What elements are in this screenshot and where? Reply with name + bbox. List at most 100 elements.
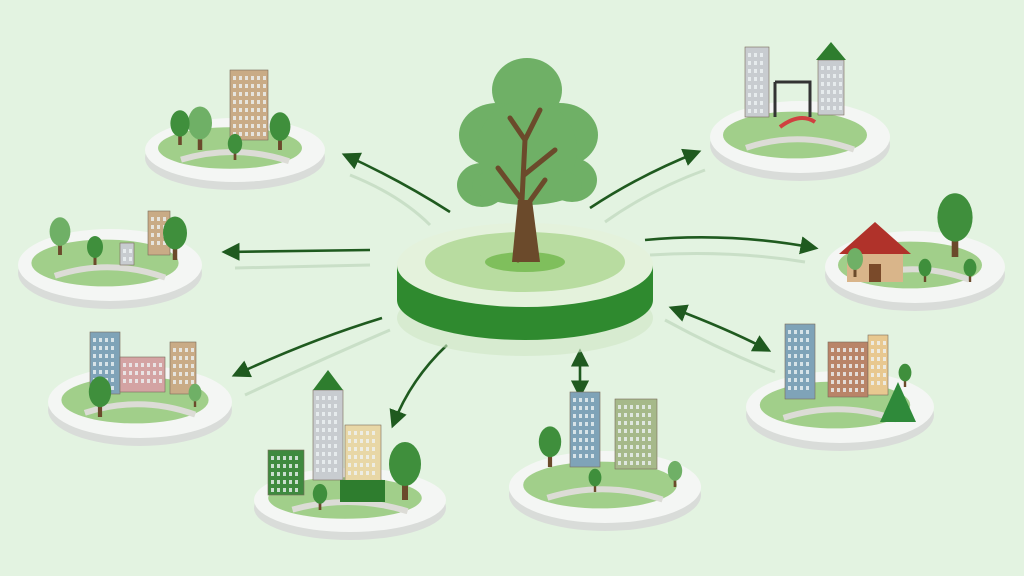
window (316, 460, 319, 464)
window (322, 444, 325, 448)
window (322, 420, 325, 424)
window (748, 109, 751, 113)
window (277, 472, 280, 476)
window (800, 338, 803, 342)
window (839, 82, 842, 86)
window (239, 124, 242, 128)
tree-icon (898, 363, 912, 382)
window (93, 354, 96, 358)
window (794, 362, 797, 366)
window (185, 348, 188, 352)
window (748, 69, 751, 73)
window (348, 471, 351, 475)
window (861, 356, 864, 360)
window (257, 76, 260, 80)
window (618, 453, 621, 457)
platform-apartments (746, 323, 934, 451)
window (328, 412, 331, 416)
window (806, 370, 809, 374)
window (251, 76, 254, 80)
window (855, 372, 858, 376)
window (800, 354, 803, 358)
window (849, 348, 852, 352)
window (800, 346, 803, 350)
window (185, 380, 188, 384)
window (322, 460, 325, 464)
platform-playground (710, 42, 890, 181)
tree-trunk (402, 476, 408, 500)
window (630, 453, 633, 457)
window (624, 445, 627, 449)
window (579, 446, 582, 450)
tree-trunk (97, 400, 103, 417)
window (630, 405, 633, 409)
window (191, 348, 194, 352)
window (277, 480, 280, 484)
building-icon (312, 389, 344, 481)
window (833, 98, 836, 102)
window (788, 378, 791, 382)
window (153, 363, 156, 367)
window (849, 356, 852, 360)
window (827, 66, 830, 70)
tree-icon (188, 106, 212, 140)
window (289, 480, 292, 484)
window (833, 106, 836, 110)
window (283, 488, 286, 492)
window (191, 356, 194, 360)
window (316, 428, 319, 432)
window (99, 370, 102, 374)
central-hub (397, 58, 653, 356)
window (173, 356, 176, 360)
window (366, 471, 369, 475)
window (251, 124, 254, 128)
window (316, 468, 319, 472)
window (855, 364, 858, 368)
window (251, 108, 254, 112)
window (233, 108, 236, 112)
window (372, 439, 375, 443)
window (283, 472, 286, 476)
window (334, 452, 337, 456)
window (93, 338, 96, 342)
window (591, 430, 594, 434)
window (239, 108, 242, 112)
swing-frame (773, 80, 812, 117)
window (837, 364, 840, 368)
window (831, 364, 834, 368)
window (271, 480, 274, 484)
window (322, 404, 325, 408)
window (111, 362, 114, 366)
tree-icon (227, 133, 243, 154)
window (334, 412, 337, 416)
tree-trunk (197, 132, 203, 150)
window (245, 132, 248, 136)
window (251, 116, 254, 120)
window (883, 381, 886, 385)
window (328, 428, 331, 432)
window (618, 445, 621, 449)
window (839, 66, 842, 70)
window (263, 108, 266, 112)
window (800, 362, 803, 366)
window (624, 453, 627, 457)
window (579, 454, 582, 458)
window (855, 388, 858, 392)
window (295, 472, 298, 476)
window (806, 338, 809, 342)
path (291, 498, 409, 515)
window (839, 98, 842, 102)
window (245, 76, 248, 80)
window (748, 77, 751, 81)
window (843, 348, 846, 352)
window (233, 92, 236, 96)
window (354, 463, 357, 467)
path (53, 264, 167, 281)
window (316, 396, 319, 400)
tree-trunk (903, 377, 907, 387)
window (191, 380, 194, 384)
window (263, 132, 266, 136)
window (855, 380, 858, 384)
window (648, 437, 651, 441)
